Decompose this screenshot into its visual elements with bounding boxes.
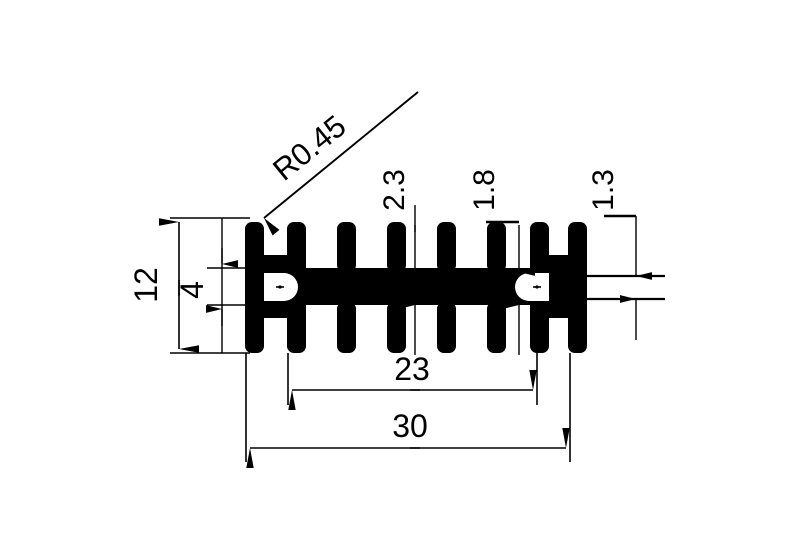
right-bore-center-dot bbox=[535, 285, 539, 289]
inner-width-label: 23 bbox=[394, 351, 430, 387]
fin-top-1 bbox=[337, 222, 356, 272]
right-lower-shelf bbox=[530, 300, 587, 318]
fin-bottom-2 bbox=[387, 302, 406, 353]
dimension-overall-height: 12 bbox=[128, 217, 250, 354]
fin-thickness-label: 2.3 bbox=[378, 169, 411, 211]
dimension-slot-width: 1.3 bbox=[587, 169, 665, 340]
dimension-fin-thickness: 2.3 bbox=[378, 169, 431, 355]
dimension-inner-width: 23 bbox=[287, 351, 538, 410]
fin-top-2 bbox=[387, 222, 406, 272]
left-bore-center-dot bbox=[278, 285, 282, 289]
right-end-wall bbox=[568, 222, 587, 353]
radius-leader-line bbox=[263, 91, 419, 236]
dimension-rib-gap: 1.8 bbox=[468, 169, 535, 355]
fin-top-4 bbox=[487, 222, 506, 272]
fin-bottom-1 bbox=[337, 302, 356, 353]
right-upper-shelf bbox=[530, 255, 587, 273]
slot-width-label: 1.3 bbox=[587, 169, 620, 211]
fin-top-3 bbox=[437, 222, 456, 272]
fin-bottom-3 bbox=[437, 302, 456, 353]
rib-gap-label: 1.8 bbox=[468, 169, 501, 211]
overall-width-label: 30 bbox=[392, 408, 428, 444]
dimension-overall-width: 30 bbox=[245, 353, 571, 468]
base-thickness-label: 4 bbox=[174, 281, 210, 299]
heat-sink-profile bbox=[245, 222, 587, 353]
right-screw-bore bbox=[515, 273, 549, 301]
dimension-base-thickness: 4 bbox=[174, 218, 250, 353]
overall-height-label: 12 bbox=[128, 267, 164, 303]
fin-bottom-4 bbox=[487, 302, 506, 353]
left-end-wall bbox=[245, 222, 264, 353]
